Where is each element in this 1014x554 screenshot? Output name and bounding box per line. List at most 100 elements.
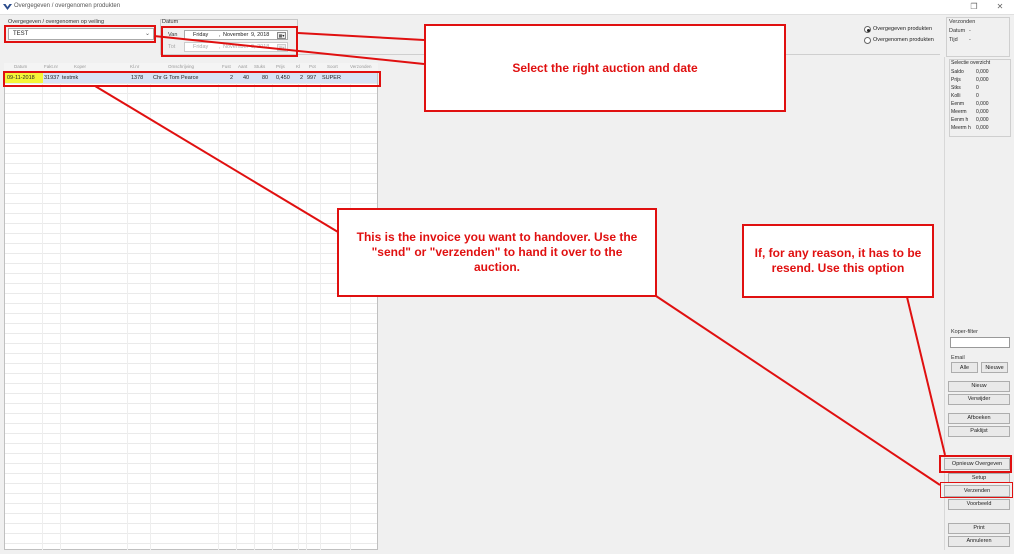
- window-title: Overgegeven / overgenomen produkten: [14, 3, 121, 9]
- overview-label: Stks: [951, 85, 961, 91]
- row-code: 1378: [131, 75, 144, 81]
- book-off-button[interactable]: Afboeken: [948, 413, 1010, 424]
- overview-label: Prijs: [951, 77, 961, 83]
- overview-value: 0,000: [976, 109, 989, 115]
- callout-resend-text: If, for any reason, it has to be resend.…: [754, 246, 922, 275]
- email-new-button[interactable]: Nieuwe: [981, 362, 1008, 373]
- auction-select[interactable]: TEST ⌄: [8, 28, 154, 40]
- row-pot: 997: [307, 75, 317, 81]
- grid-line: [236, 72, 237, 550]
- row-per-pack: 40: [243, 75, 250, 81]
- row-class: 2: [300, 75, 304, 81]
- overview-label: Meerm h: [951, 125, 971, 131]
- from-label: Van: [168, 32, 178, 38]
- send-info-title: Verzonden: [949, 19, 976, 25]
- delete-button[interactable]: Verwijder: [948, 394, 1010, 405]
- grid-line: [60, 72, 61, 550]
- restore-icon[interactable]: ❐: [970, 2, 978, 11]
- resend-highlight: [939, 455, 1012, 473]
- row-invoice: 31937: [44, 75, 60, 81]
- from-sep: ,: [219, 32, 221, 38]
- radio-label-overgenomen: Overgenomen produkten: [873, 37, 934, 43]
- radio-overgenomen[interactable]: [864, 37, 871, 44]
- radio-overgegeven[interactable]: [864, 26, 871, 33]
- grid-line: [306, 72, 307, 550]
- preview-button[interactable]: Voorbeeld: [948, 499, 1010, 510]
- row-grade: SUPER: [322, 75, 341, 81]
- column-header[interactable]: Verzonden: [350, 64, 372, 69]
- overview-value: 0,000: [976, 117, 989, 123]
- column-header[interactable]: Pot: [309, 64, 316, 69]
- auction-label: Overgegeven / overgenomen op veiling: [8, 19, 105, 25]
- overview-value: 0,000: [976, 101, 989, 107]
- email-all-button[interactable]: Alle: [951, 362, 978, 373]
- column-header[interactable]: Fust: [222, 64, 231, 69]
- from-weekday: Friday: [193, 32, 209, 38]
- app-logo-icon: [3, 4, 12, 10]
- grid-line: [218, 72, 219, 550]
- column-header[interactable]: Aant: [238, 64, 248, 69]
- column-header[interactable]: Prijs: [276, 64, 285, 69]
- send-date-value: -: [969, 28, 971, 34]
- send-button[interactable]: Verzenden: [944, 485, 1010, 497]
- auction-highlight: [4, 25, 156, 43]
- grid-line: [42, 72, 43, 550]
- row-date-cell[interactable]: 09-11-2018: [5, 73, 43, 83]
- column-header[interactable]: Stuks: [254, 64, 266, 69]
- row-quantity: 80: [262, 75, 269, 81]
- overview-value: 0: [976, 85, 979, 91]
- close-icon[interactable]: ✕: [996, 2, 1004, 11]
- grid-line: [350, 72, 351, 550]
- grid-line: [272, 72, 273, 550]
- grid-line: [150, 72, 151, 550]
- send-date-label: Datum: [949, 28, 966, 34]
- overview-label: Kolli: [951, 93, 961, 99]
- column-header[interactable]: Soort: [327, 64, 338, 69]
- radio-label-overgegeven: Overgegeven produkten: [873, 26, 933, 32]
- from-month: November: [223, 32, 249, 38]
- buyer-filter-input[interactable]: [950, 337, 1010, 348]
- cancel-button[interactable]: Annuleren: [948, 536, 1010, 547]
- new-button[interactable]: Nieuw: [948, 381, 1010, 392]
- date-highlight: [161, 26, 298, 57]
- overview-label: Eenm: [951, 101, 965, 107]
- overview-value: 0: [976, 93, 979, 99]
- title-bar: Overgegeven / overgenomen produkten ❐ ✕: [0, 0, 1014, 15]
- overview-value: 0,000: [976, 125, 989, 131]
- grid-line: [127, 72, 128, 550]
- date-group-label: Datum: [162, 19, 179, 25]
- column-header[interactable]: Datum: [14, 64, 28, 69]
- grid-line: [298, 72, 299, 550]
- column-header[interactable]: Kl: [296, 64, 301, 69]
- column-header[interactable]: Fakt.nr: [44, 64, 59, 69]
- buyer-filter-label: Koper-filter: [951, 329, 978, 335]
- print-button[interactable]: Print: [948, 523, 1010, 534]
- auction-value: TEST: [13, 31, 29, 37]
- resend-button[interactable]: Opnieuw Overgeven: [944, 458, 1010, 470]
- overview-value: 0,000: [976, 77, 989, 83]
- selection-overview-title: Selectie overzicht: [951, 60, 991, 66]
- invoice-row-highlight: [3, 71, 381, 87]
- chevron-down-icon: ⌄: [144, 31, 150, 37]
- callout-auction-date: Select the right auction and date: [424, 24, 786, 112]
- overview-label: Meerm: [951, 109, 967, 115]
- row-price: 0,450: [276, 75, 290, 81]
- row-date: 09-11-2018: [7, 75, 35, 81]
- email-label: Email: [951, 355, 965, 361]
- column-header[interactable]: Koper: [74, 64, 87, 69]
- grid-line: [320, 72, 321, 550]
- overview-label: Eenm h: [951, 117, 969, 123]
- packlist-button[interactable]: Paklijst: [948, 426, 1010, 437]
- row-packs: 2: [230, 75, 234, 81]
- selection-overview-box: [949, 59, 1011, 137]
- send-highlight: [940, 482, 1013, 498]
- column-header[interactable]: Kl.nr: [130, 64, 140, 69]
- grid-line: [254, 72, 255, 550]
- overview-value: 0,000: [976, 69, 989, 75]
- column-header[interactable]: Omschrijving: [168, 64, 195, 69]
- send-time-label: Tijd: [949, 37, 958, 43]
- send-info-box: [946, 17, 1010, 57]
- callout-resend: If, for any reason, it has to be resend.…: [742, 224, 934, 298]
- from-day: 9, 2018: [251, 32, 270, 38]
- table-row[interactable]: [5, 73, 377, 83]
